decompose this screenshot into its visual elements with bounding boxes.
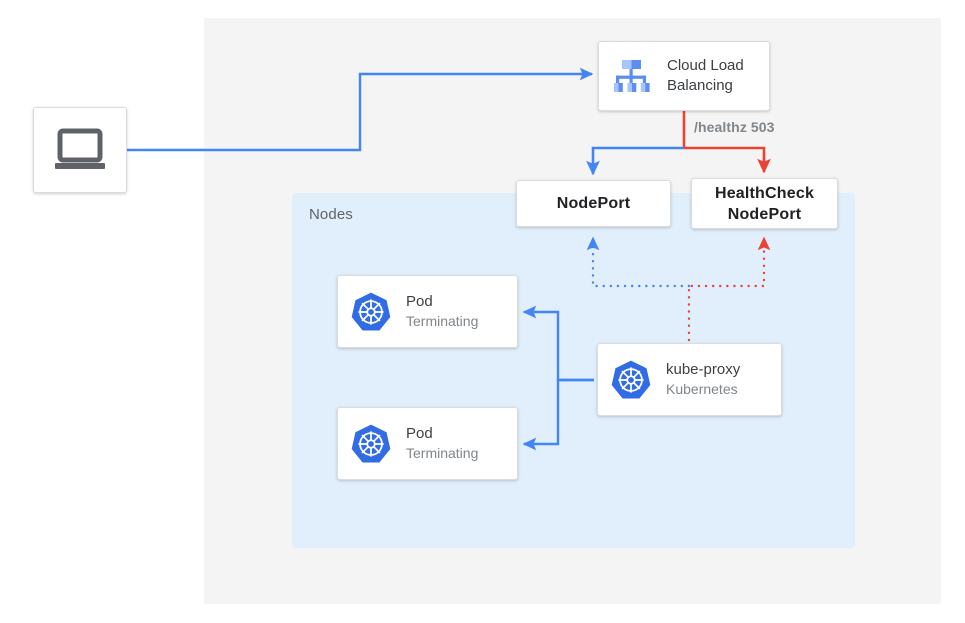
kubernetes-icon (350, 291, 392, 333)
nodes-region-label: Nodes (309, 206, 353, 223)
cloud-load-balancing-box[interactable]: Cloud Load Balancing (598, 41, 770, 111)
kube-proxy-subtitle: Kubernetes (666, 381, 738, 397)
healthcheck-nodeport-box[interactable]: HealthCheck NodePort (691, 178, 838, 229)
healthcheck-nodeport-label-line-1: HealthCheck (714, 184, 815, 202)
nodeport-box[interactable]: NodePort (516, 180, 671, 227)
laptop-icon (52, 128, 108, 172)
cloud-load-balancing-icon (609, 54, 653, 98)
kube-proxy-title: kube-proxy (666, 361, 741, 378)
cloud-load-balancing-labels: Cloud Load Balancing (667, 56, 744, 96)
clb-label-line-1: Cloud Load (667, 57, 744, 74)
pod-1-title: Pod (406, 293, 433, 310)
pod-box-2[interactable]: Pod Terminating (337, 407, 518, 480)
pod-2-status: Terminating (406, 445, 479, 461)
client-box[interactable] (33, 107, 127, 193)
pod-2-title: Pod (406, 425, 433, 442)
pod-box-1[interactable]: Pod Terminating (337, 275, 518, 348)
pod-1-labels: Pod Terminating (406, 292, 478, 331)
pod-1-status: Terminating (406, 313, 479, 329)
nodeport-label: NodePort (556, 195, 631, 212)
kubernetes-icon (610, 359, 652, 401)
kube-proxy-labels: kube-proxy Kubernetes (666, 360, 740, 399)
healthz-status-label: /healthz 503 (694, 119, 775, 135)
healthcheck-nodeport-label-line-2: NodePort (727, 205, 802, 223)
pod-2-labels: Pod Terminating (406, 424, 478, 463)
kube-proxy-box[interactable]: kube-proxy Kubernetes (597, 343, 782, 416)
clb-label-line-2: Balancing (667, 77, 733, 94)
kubernetes-icon (350, 423, 392, 465)
